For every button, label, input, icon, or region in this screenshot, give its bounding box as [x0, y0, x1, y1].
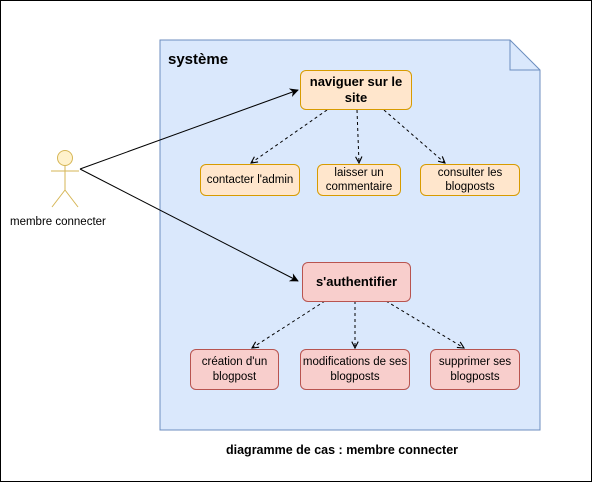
system-boundary [159, 39, 541, 431]
association-navigate [79, 88, 299, 170]
actor-label: membre connecter [10, 216, 106, 228]
system-title: système [168, 51, 229, 68]
actor-icon [51, 150, 79, 208]
usecase-authenticate: s'authentifier [302, 262, 411, 302]
usecase-leave-comment: laisser un commentaire [317, 164, 401, 196]
diagram-caption: diagramme de cas : membre connecter [226, 443, 459, 457]
dependency-leave-comment [357, 109, 359, 163]
usecase-contact-admin: contacter l'admin [200, 164, 300, 196]
association-authenticate [79, 168, 299, 282]
dependency-create-post [252, 300, 326, 348]
system-boundary-fold [509, 40, 540, 71]
usecase-create-post: création d'un blogpost [190, 349, 279, 390]
usecase-edit-posts: modifications de ses blogposts [300, 349, 410, 390]
dependency-view-posts [383, 109, 445, 163]
usecase-delete-posts: supprimer ses blogposts [430, 349, 520, 390]
usecase-navigate: naviguer sur le site [300, 70, 412, 110]
usecase-view-posts: consulter les blogposts [420, 164, 520, 196]
